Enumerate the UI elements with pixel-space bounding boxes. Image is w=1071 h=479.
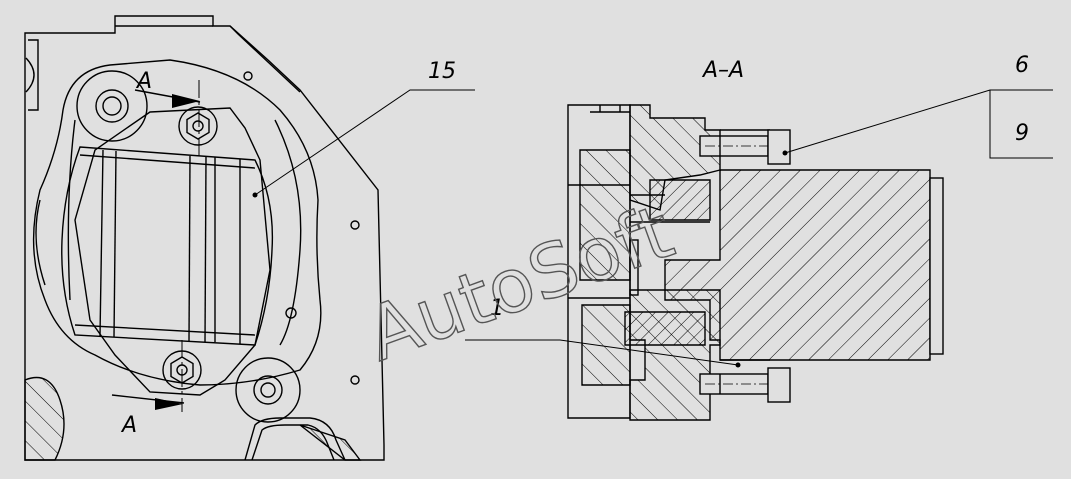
mount-plate xyxy=(74,107,271,396)
flange-hatched xyxy=(624,311,706,346)
top-bolt xyxy=(178,106,218,146)
callout-15: 15 xyxy=(428,59,456,84)
hole xyxy=(285,307,297,319)
top-screw xyxy=(699,129,791,165)
hole xyxy=(350,220,360,230)
leader-1 xyxy=(465,339,739,366)
section-arrow-top xyxy=(172,94,200,108)
top-boss xyxy=(76,70,148,142)
hole xyxy=(350,375,360,385)
left-view xyxy=(24,15,475,461)
bracket-outline xyxy=(32,59,322,386)
watermark: AutoSoft xyxy=(356,189,684,379)
section-title: A–A xyxy=(701,58,744,83)
bottom-shoe xyxy=(244,417,346,461)
section-view xyxy=(465,89,1053,421)
callout-1: 1 xyxy=(490,296,504,321)
leader-15 xyxy=(254,89,475,196)
flange-hatched xyxy=(629,289,721,421)
flange-hatched xyxy=(649,179,711,221)
housing-outline xyxy=(24,15,385,461)
hatched-zone xyxy=(299,424,362,461)
left-notch xyxy=(28,39,39,111)
leader-6 xyxy=(784,89,1053,154)
section-mark-bottom: A xyxy=(120,413,137,438)
callout-9: 9 xyxy=(1015,121,1029,146)
section-mark-top: A xyxy=(135,69,152,94)
end-cap xyxy=(929,177,944,355)
callout-6: 6 xyxy=(1015,53,1029,78)
motor-body xyxy=(61,146,274,346)
hole xyxy=(243,71,253,81)
flange-hatched xyxy=(581,304,631,386)
section-arrow-bottom xyxy=(155,398,183,410)
hatched-zone xyxy=(24,376,65,461)
bottom-screw xyxy=(699,367,791,403)
bottom-boss xyxy=(235,357,301,423)
